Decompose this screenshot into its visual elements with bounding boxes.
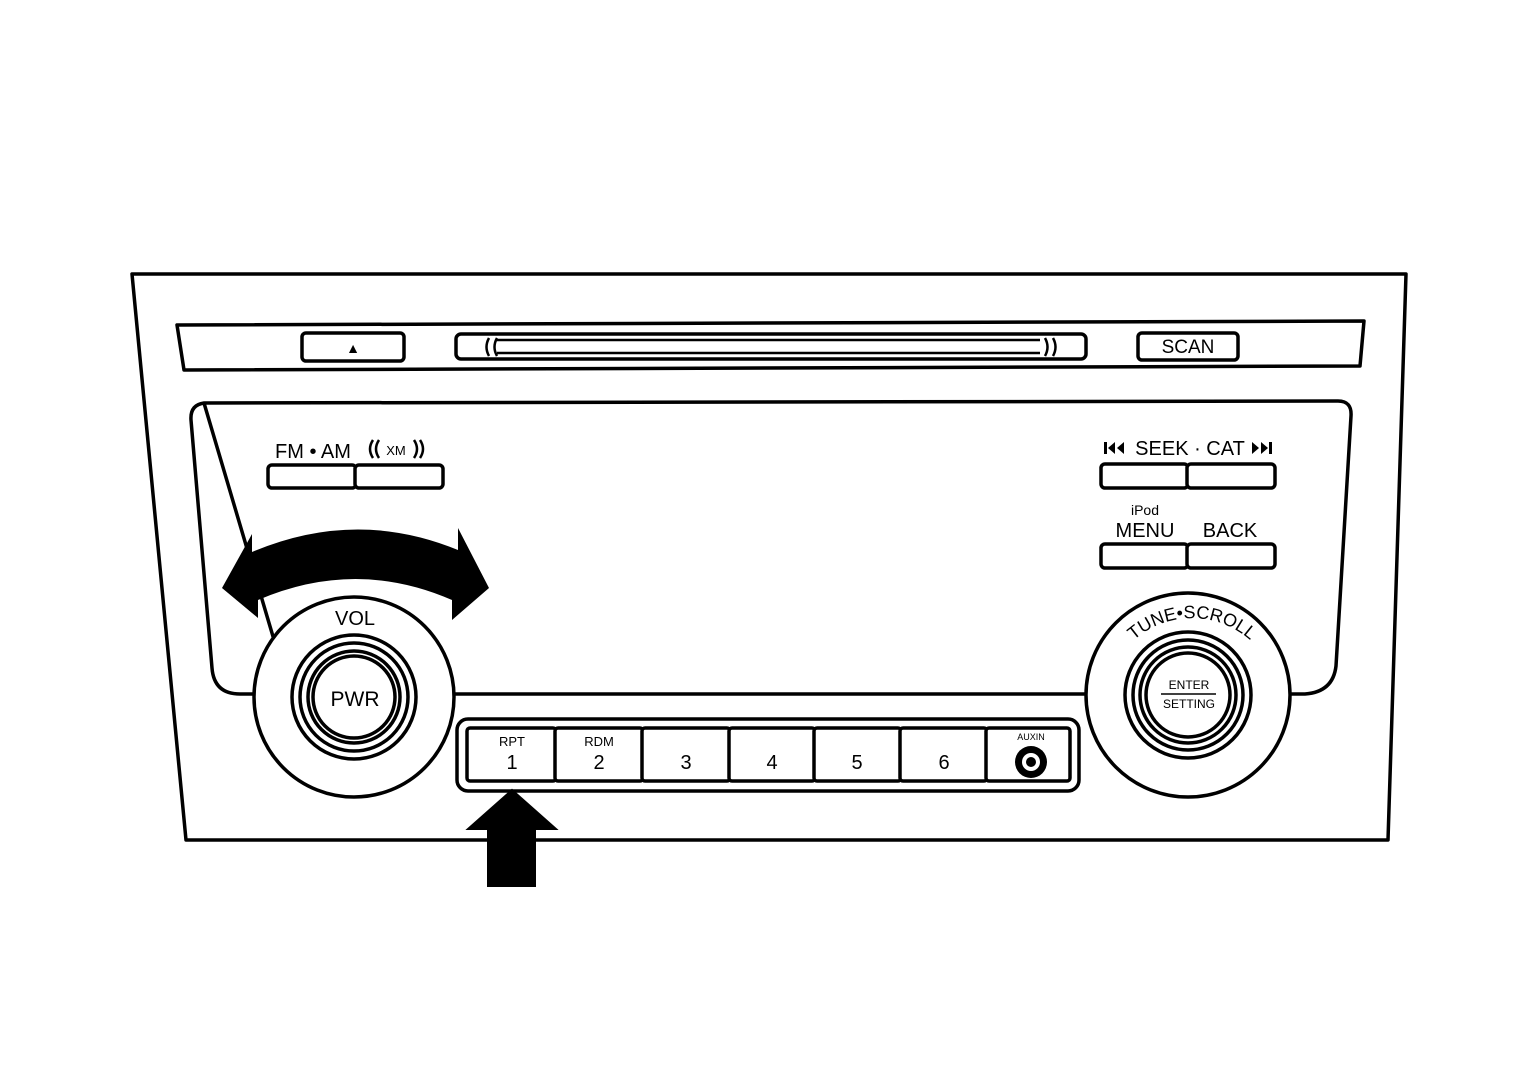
preset-5[interactable]: 5 [812, 726, 903, 783]
volume-rotate-arrow-icon [222, 528, 489, 620]
volume-knob[interactable]: VOL PWR [252, 595, 456, 799]
menu-button[interactable] [1099, 542, 1190, 570]
preset-2-number: 2 [593, 752, 604, 774]
preset-6-number: 6 [938, 752, 949, 774]
menu-label: MENU [1116, 520, 1175, 542]
eject-icon: ▲ [346, 340, 360, 356]
aux-in-jack[interactable]: AUXIN [984, 726, 1072, 783]
seek-back-button[interactable] [1099, 462, 1190, 490]
preset-4[interactable]: 4 [727, 726, 817, 783]
skip-back-icon [1104, 442, 1124, 454]
setting-label: SETTING [1163, 697, 1215, 711]
preset-6[interactable]: 6 [898, 726, 989, 783]
aux-in-label: AUXIN [1017, 732, 1045, 742]
panel-bezel [130, 272, 1408, 842]
preset-3-number: 3 [680, 752, 691, 774]
seek-cat-label: SEEK · CAT [1135, 438, 1245, 460]
eject-button[interactable]: ▲ [300, 331, 406, 363]
xm-label: XM [368, 439, 425, 459]
fm-am-label: FM • AM [275, 441, 351, 463]
scan-label: SCAN [1162, 337, 1215, 358]
preset-1-rpt[interactable]: RPT 1 [465, 726, 558, 783]
back-label: BACK [1203, 520, 1258, 542]
preset-5-number: 5 [851, 752, 862, 774]
ipod-label: iPod [1131, 502, 1159, 518]
fm-am-button[interactable] [266, 463, 358, 490]
preset-2-top-label: RDM [584, 734, 614, 749]
preset-2-rdm[interactable]: RDM 2 [553, 726, 645, 783]
skip-forward-icon [1252, 442, 1272, 454]
scan-button[interactable]: SCAN [1136, 331, 1240, 362]
enter-label: ENTER [1169, 678, 1210, 692]
vol-label: VOL [335, 608, 375, 630]
back-button[interactable] [1185, 542, 1277, 570]
preset-3[interactable]: 3 [640, 726, 732, 783]
top-strip [175, 319, 1366, 372]
pwr-label: PWR [331, 688, 380, 711]
xm-button[interactable] [353, 463, 445, 490]
xm-text: XM [386, 443, 406, 458]
preset-bar-frame [455, 717, 1081, 793]
disc-slot [454, 332, 1088, 361]
up-arrow-icon [465, 788, 559, 887]
preset-1-number: 1 [506, 752, 517, 774]
preset-buttons: RPT 1 RDM 2 3 4 5 6 AUXIN [465, 726, 1072, 783]
preset-4-number: 4 [766, 752, 777, 774]
faceplate [189, 399, 1353, 696]
preset-1-top-label: RPT [499, 734, 525, 749]
tune-scroll-knob[interactable]: TUNE•SCROLL ENTER SETTING [1084, 591, 1292, 799]
seek-forward-button[interactable] [1185, 462, 1277, 490]
